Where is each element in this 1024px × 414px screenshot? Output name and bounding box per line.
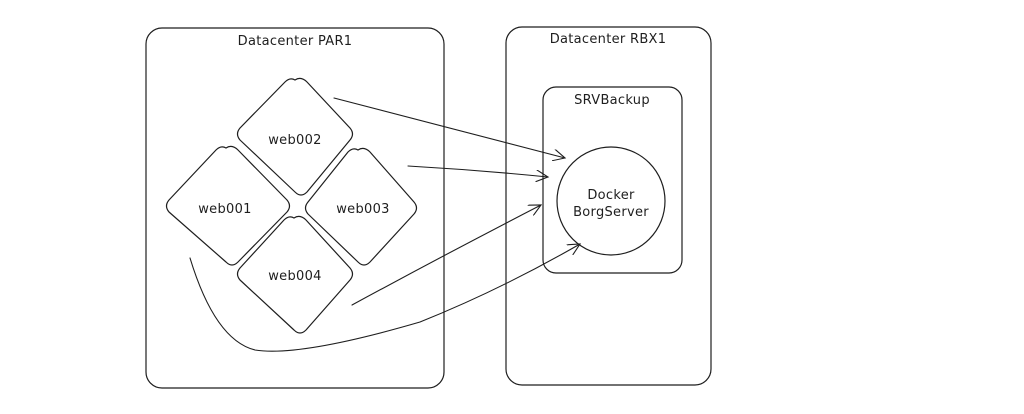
datacenter-par1-label: Datacenter PAR1 xyxy=(238,34,353,49)
web002-label: web002 xyxy=(268,133,322,148)
arrow-web001-to-borgserver[interactable] xyxy=(189,244,580,352)
arrow-web003-to-borgserver[interactable] xyxy=(407,165,548,177)
web003-label: web003 xyxy=(336,202,390,217)
server-web004[interactable]: web004 xyxy=(236,215,354,334)
backup-service-line1: Docker xyxy=(587,188,635,203)
backup-service-line2: BorgServer xyxy=(573,205,649,220)
datacenter-rbx1-box[interactable]: Datacenter RBX1 xyxy=(505,26,712,386)
docker-borgserver-node[interactable]: Docker BorgServer xyxy=(556,146,666,256)
datacenter-rbx1-label: Datacenter RBX1 xyxy=(550,32,667,47)
arrow-web002-to-borgserver[interactable] xyxy=(333,97,565,158)
arrow-web004-to-borgserver[interactable] xyxy=(351,205,541,306)
server-web002[interactable]: web002 xyxy=(236,77,354,196)
web001-label: web001 xyxy=(198,202,252,217)
web004-label: web004 xyxy=(268,269,322,284)
srvbackup-label: SRVBackup xyxy=(574,93,650,108)
datacenter-par1-box[interactable]: Datacenter PAR1 xyxy=(145,27,445,389)
server-web003[interactable]: web003 xyxy=(304,147,418,266)
server-web001[interactable]: web001 xyxy=(165,145,291,266)
